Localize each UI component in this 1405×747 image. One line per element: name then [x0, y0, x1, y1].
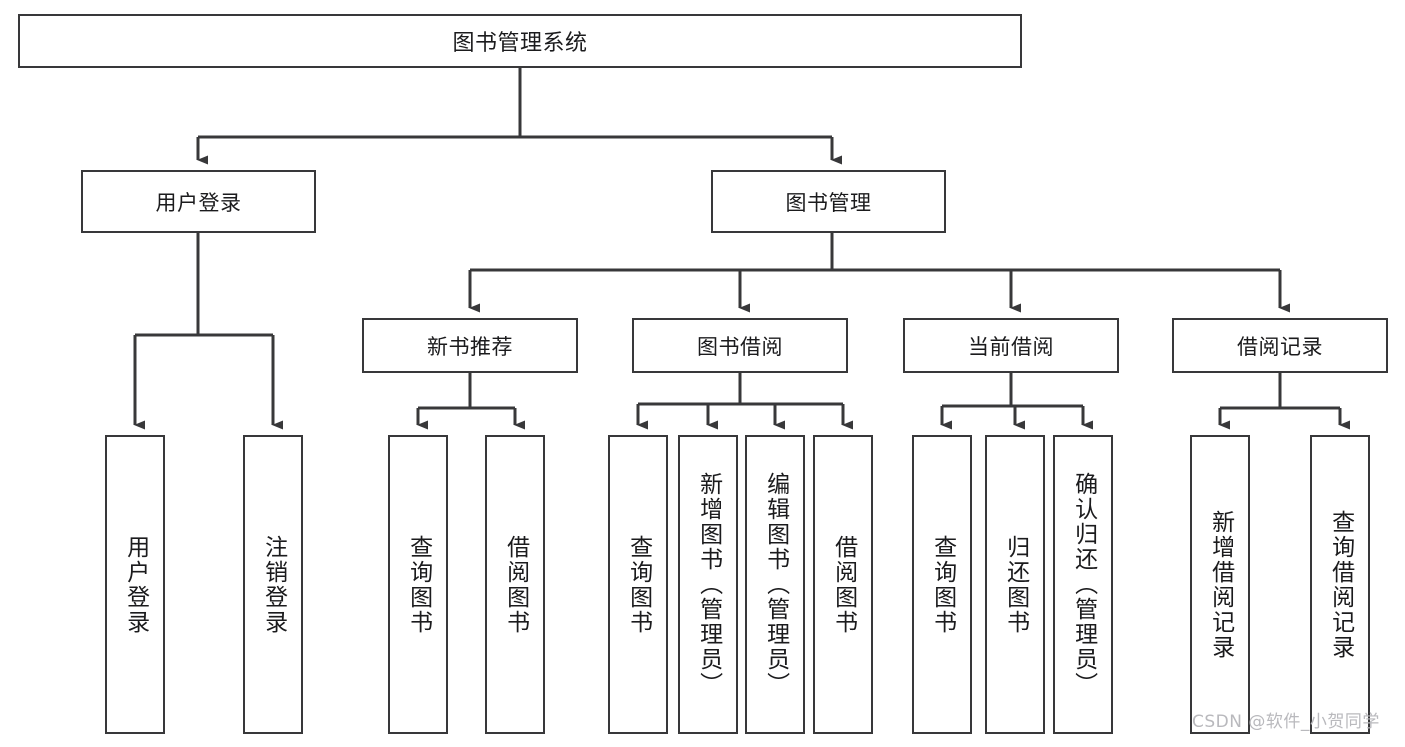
leaf-add-borrow-record[interactable]: 新增借阅记录: [1190, 435, 1250, 734]
leaf-logout[interactable]: 注销登录: [243, 435, 303, 734]
leaf-query-book-current[interactable]: 查询图书: [912, 435, 972, 734]
leaf-borrow-book[interactable]: 借阅图书: [813, 435, 873, 734]
leaf-user-login[interactable]: 用户登录: [105, 435, 165, 734]
node-book-borrow-label: 图书借阅: [697, 334, 783, 359]
leaf-logout-label: 注销登录: [260, 534, 287, 635]
node-root-system[interactable]: 图书管理系统: [18, 14, 1022, 68]
leaf-query-book-current-label: 查询图书: [929, 534, 956, 635]
leaf-add-book-admin[interactable]: 新增图书（管理员）: [678, 435, 738, 734]
node-new-book-recommend-label: 新书推荐: [427, 334, 513, 359]
leaf-return-book[interactable]: 归还图书: [985, 435, 1045, 734]
leaf-query-book-newbook[interactable]: 查询图书: [388, 435, 448, 734]
leaf-query-book-newbook-label: 查询图书: [405, 534, 432, 635]
node-book-management-label: 图书管理: [785, 190, 872, 215]
node-borrow-record[interactable]: 借阅记录: [1172, 318, 1388, 373]
node-book-management[interactable]: 图书管理: [711, 170, 946, 233]
leaf-borrow-book-newbook[interactable]: 借阅图书: [485, 435, 545, 734]
node-book-borrow[interactable]: 图书借阅: [632, 318, 848, 373]
leaf-borrow-book-label: 借阅图书: [830, 534, 857, 635]
leaf-user-login-label: 用户登录: [122, 534, 149, 635]
node-new-book-recommend[interactable]: 新书推荐: [362, 318, 578, 373]
leaf-add-borrow-record-label: 新增借阅记录: [1207, 509, 1234, 660]
leaf-query-borrow-record-label: 查询借阅记录: [1327, 509, 1354, 660]
leaf-edit-book-admin-label: 编辑图书（管理员）: [762, 472, 789, 697]
leaf-confirm-return-admin-label: 确认归还（管理员）: [1070, 472, 1097, 697]
leaf-add-book-admin-label: 新增图书（管理员）: [695, 472, 722, 697]
node-current-borrow[interactable]: 当前借阅: [903, 318, 1119, 373]
leaf-query-book-borrow[interactable]: 查询图书: [608, 435, 668, 734]
node-user-login[interactable]: 用户登录: [81, 170, 316, 233]
node-root-label: 图书管理系统: [452, 31, 588, 56]
leaf-edit-book-admin[interactable]: 编辑图书（管理员）: [745, 435, 805, 734]
leaf-confirm-return-admin[interactable]: 确认归还（管理员）: [1053, 435, 1113, 734]
node-borrow-record-label: 借阅记录: [1237, 334, 1323, 359]
watermark: CSDN @软件_小贺同学: [1192, 712, 1380, 732]
node-current-borrow-label: 当前借阅: [968, 334, 1054, 359]
leaf-borrow-book-newbook-label: 借阅图书: [502, 534, 529, 635]
leaf-query-borrow-record[interactable]: 查询借阅记录: [1310, 435, 1370, 734]
leaf-query-book-borrow-label: 查询图书: [625, 534, 652, 635]
leaf-return-book-label: 归还图书: [1002, 534, 1029, 635]
node-user-login-label: 用户登录: [155, 190, 242, 215]
